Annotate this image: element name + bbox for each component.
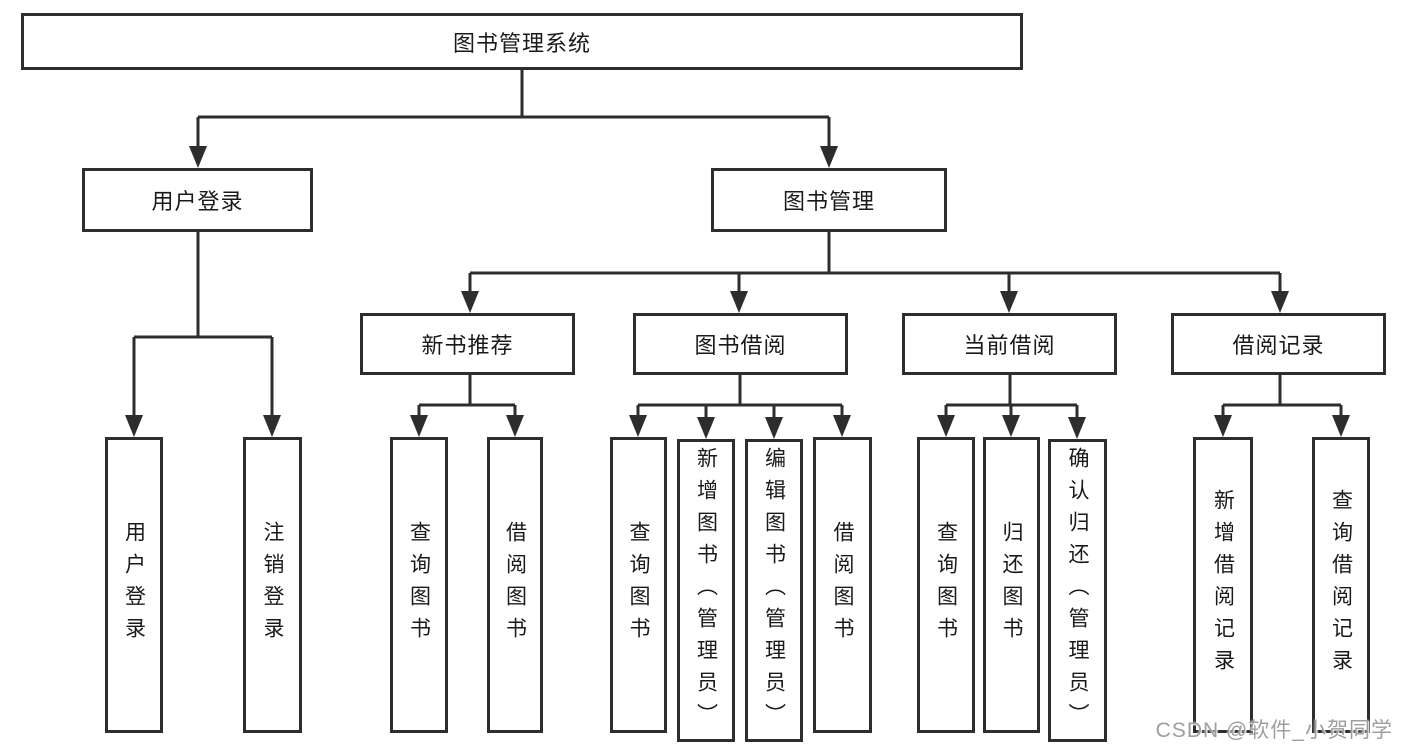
leaf-label: 查询图书 — [407, 521, 431, 649]
leaf-label: 注销登录 — [261, 521, 284, 649]
leaf-label: 查询借阅记录 — [1329, 489, 1353, 681]
leaf-query-book-borrow: 查询图书 — [610, 437, 667, 733]
node-root: 图书管理系统 — [21, 13, 1023, 70]
leaf-user-login: 用户登录 — [105, 437, 163, 733]
leaf-confirm-return-admin: 确认归还（管理员） — [1048, 439, 1107, 742]
watermark: CSDN @软件_小贺同学 — [1155, 719, 1393, 742]
leaf-borrow-book-recommend: 借阅图书 — [487, 437, 543, 733]
leaf-label: 新增图书（管理员） — [694, 446, 718, 735]
leaf-add-borrow-record: 新增借阅记录 — [1193, 437, 1253, 733]
node-book-borrow: 图书借阅 — [633, 313, 848, 375]
leaf-label: 查询图书 — [934, 521, 958, 649]
node-new-book-recommend: 新书推荐 — [360, 313, 575, 375]
leaf-label: 用户登录 — [122, 521, 146, 649]
leaf-add-book-admin: 新增图书（管理员） — [677, 439, 735, 742]
leaf-label: 借阅图书 — [831, 521, 854, 649]
leaf-logout: 注销登录 — [243, 437, 302, 733]
node-book-management: 图书管理 — [711, 168, 947, 232]
node-user-login: 用户登录 — [82, 168, 313, 232]
leaf-label: 编辑图书（管理员） — [762, 446, 786, 735]
leaf-borrow-book: 借阅图书 — [813, 437, 872, 733]
node-borrow-records: 借阅记录 — [1171, 313, 1386, 375]
leaf-query-book-recommend: 查询图书 — [390, 437, 448, 733]
leaf-label: 借阅图书 — [503, 521, 527, 649]
leaf-query-borrow-record: 查询借阅记录 — [1312, 437, 1370, 733]
node-current-borrow: 当前借阅 — [902, 313, 1117, 375]
leaf-return-book: 归还图书 — [983, 437, 1040, 733]
leaf-label: 归还图书 — [1000, 521, 1023, 649]
leaf-label: 新增借阅记录 — [1211, 489, 1235, 681]
leaf-label: 确认归还（管理员） — [1066, 446, 1089, 735]
leaf-query-book-current: 查询图书 — [917, 437, 975, 733]
leaf-edit-book-admin: 编辑图书（管理员） — [745, 439, 803, 742]
leaf-label: 查询图书 — [627, 521, 650, 649]
